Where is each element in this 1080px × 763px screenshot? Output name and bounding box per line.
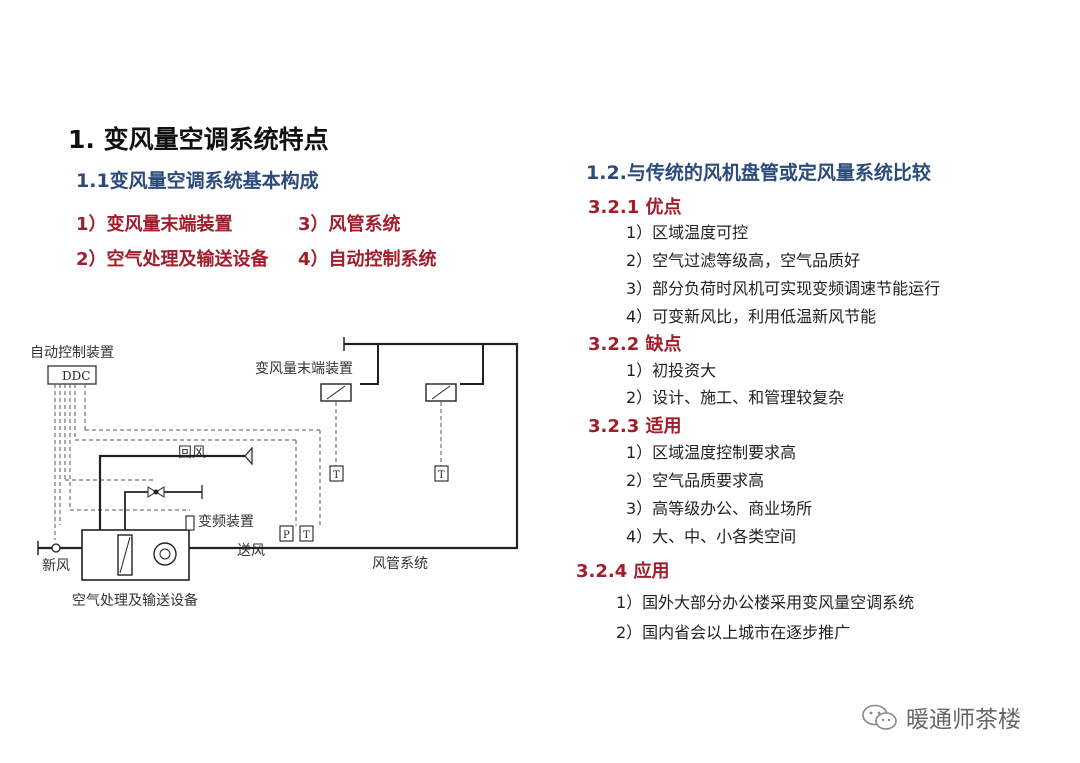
ddc-box — [47, 365, 97, 385]
label-fresh-air: 新风 — [42, 558, 70, 574]
return-grille — [244, 446, 253, 466]
watermark-text: 暖通师茶楼 — [906, 707, 1021, 733]
watermark: 暖通师茶楼 — [860, 700, 1021, 734]
list-item: 4）可变新风比，利用低温新风节能 — [626, 307, 877, 326]
page-title: 1. 变风量空调系统特点 — [68, 125, 329, 154]
left-subtitle: 1.1变风量空调系统基本构成 — [76, 170, 319, 192]
label-vfd: 变频装置 — [198, 514, 254, 530]
thermostat-2 — [434, 465, 449, 482]
svg-text:P: P — [283, 530, 290, 541]
list-item: 1）区域温度可控 — [626, 223, 749, 242]
list-item: 3）部分负荷时风机可实现变频调速节能运行 — [626, 279, 941, 298]
vfd-box — [185, 515, 195, 531]
section-heading-applicable: 3.2.3 适用 — [588, 416, 682, 437]
svg-text:T: T — [438, 470, 445, 481]
thermostat-1 — [329, 465, 344, 482]
svg-text:T: T — [303, 530, 310, 541]
list-item: 1）区域温度控制要求高 — [626, 443, 797, 462]
list-item: 2）空气过滤等级高，空气品质好 — [626, 251, 861, 270]
label-vav-terminal: 变风量末端装置 — [255, 361, 353, 377]
wechat-icon — [862, 704, 897, 730]
component-2: 2）空气处理及输送设备 — [76, 249, 269, 270]
vav-system-diagram: 自动控制装置 DDC 变风量末端装置 回风 变频装置 送风 新风 风管系统 空气… — [30, 337, 519, 609]
component-3: 3）风管系统 — [298, 214, 401, 235]
section-heading-pros: 3.2.1 优点 — [588, 197, 682, 218]
label-ahu: 空气处理及输送设备 — [72, 592, 198, 609]
pressure-sensor — [279, 525, 294, 542]
label-control-device: 自动控制装置 — [30, 345, 114, 361]
control-wiring — [54, 384, 442, 540]
label-duct-system: 风管系统 — [372, 556, 428, 572]
label-ddc: DDC — [62, 369, 90, 383]
label-supply-air: 送风 — [237, 543, 265, 559]
list-item: 1）初投资大 — [626, 361, 717, 380]
right-subtitle: 1.2.与传统的风机盘管或定风量系统比较 — [586, 162, 931, 184]
list-item: 2）国内省会以上城市在逐步推广 — [616, 623, 851, 642]
component-1: 1）变风量末端装置 — [76, 214, 233, 235]
list-item: 2）空气品质要求高 — [626, 471, 765, 490]
fresh-air-damper — [51, 543, 61, 553]
temperature-sensor — [299, 525, 314, 542]
svg-text:T: T — [333, 470, 340, 481]
fan — [153, 542, 177, 566]
list-item: 1）国外大部分办公楼采用变风量空调系统 — [616, 593, 915, 612]
section-heading-application: 3.2.4 应用 — [576, 561, 670, 582]
list-item: 3）高等级办公、商业场所 — [626, 499, 813, 518]
label-return-air: 回风 — [178, 445, 206, 461]
list-item: 4）大、中、小各类空间 — [626, 527, 797, 546]
supply-duct — [189, 342, 519, 550]
list-item: 2）设计、施工、和管理较复杂 — [626, 388, 845, 407]
section-heading-cons: 3.2.2 缺点 — [588, 334, 682, 355]
component-4: 4）自动控制系统 — [298, 249, 437, 270]
